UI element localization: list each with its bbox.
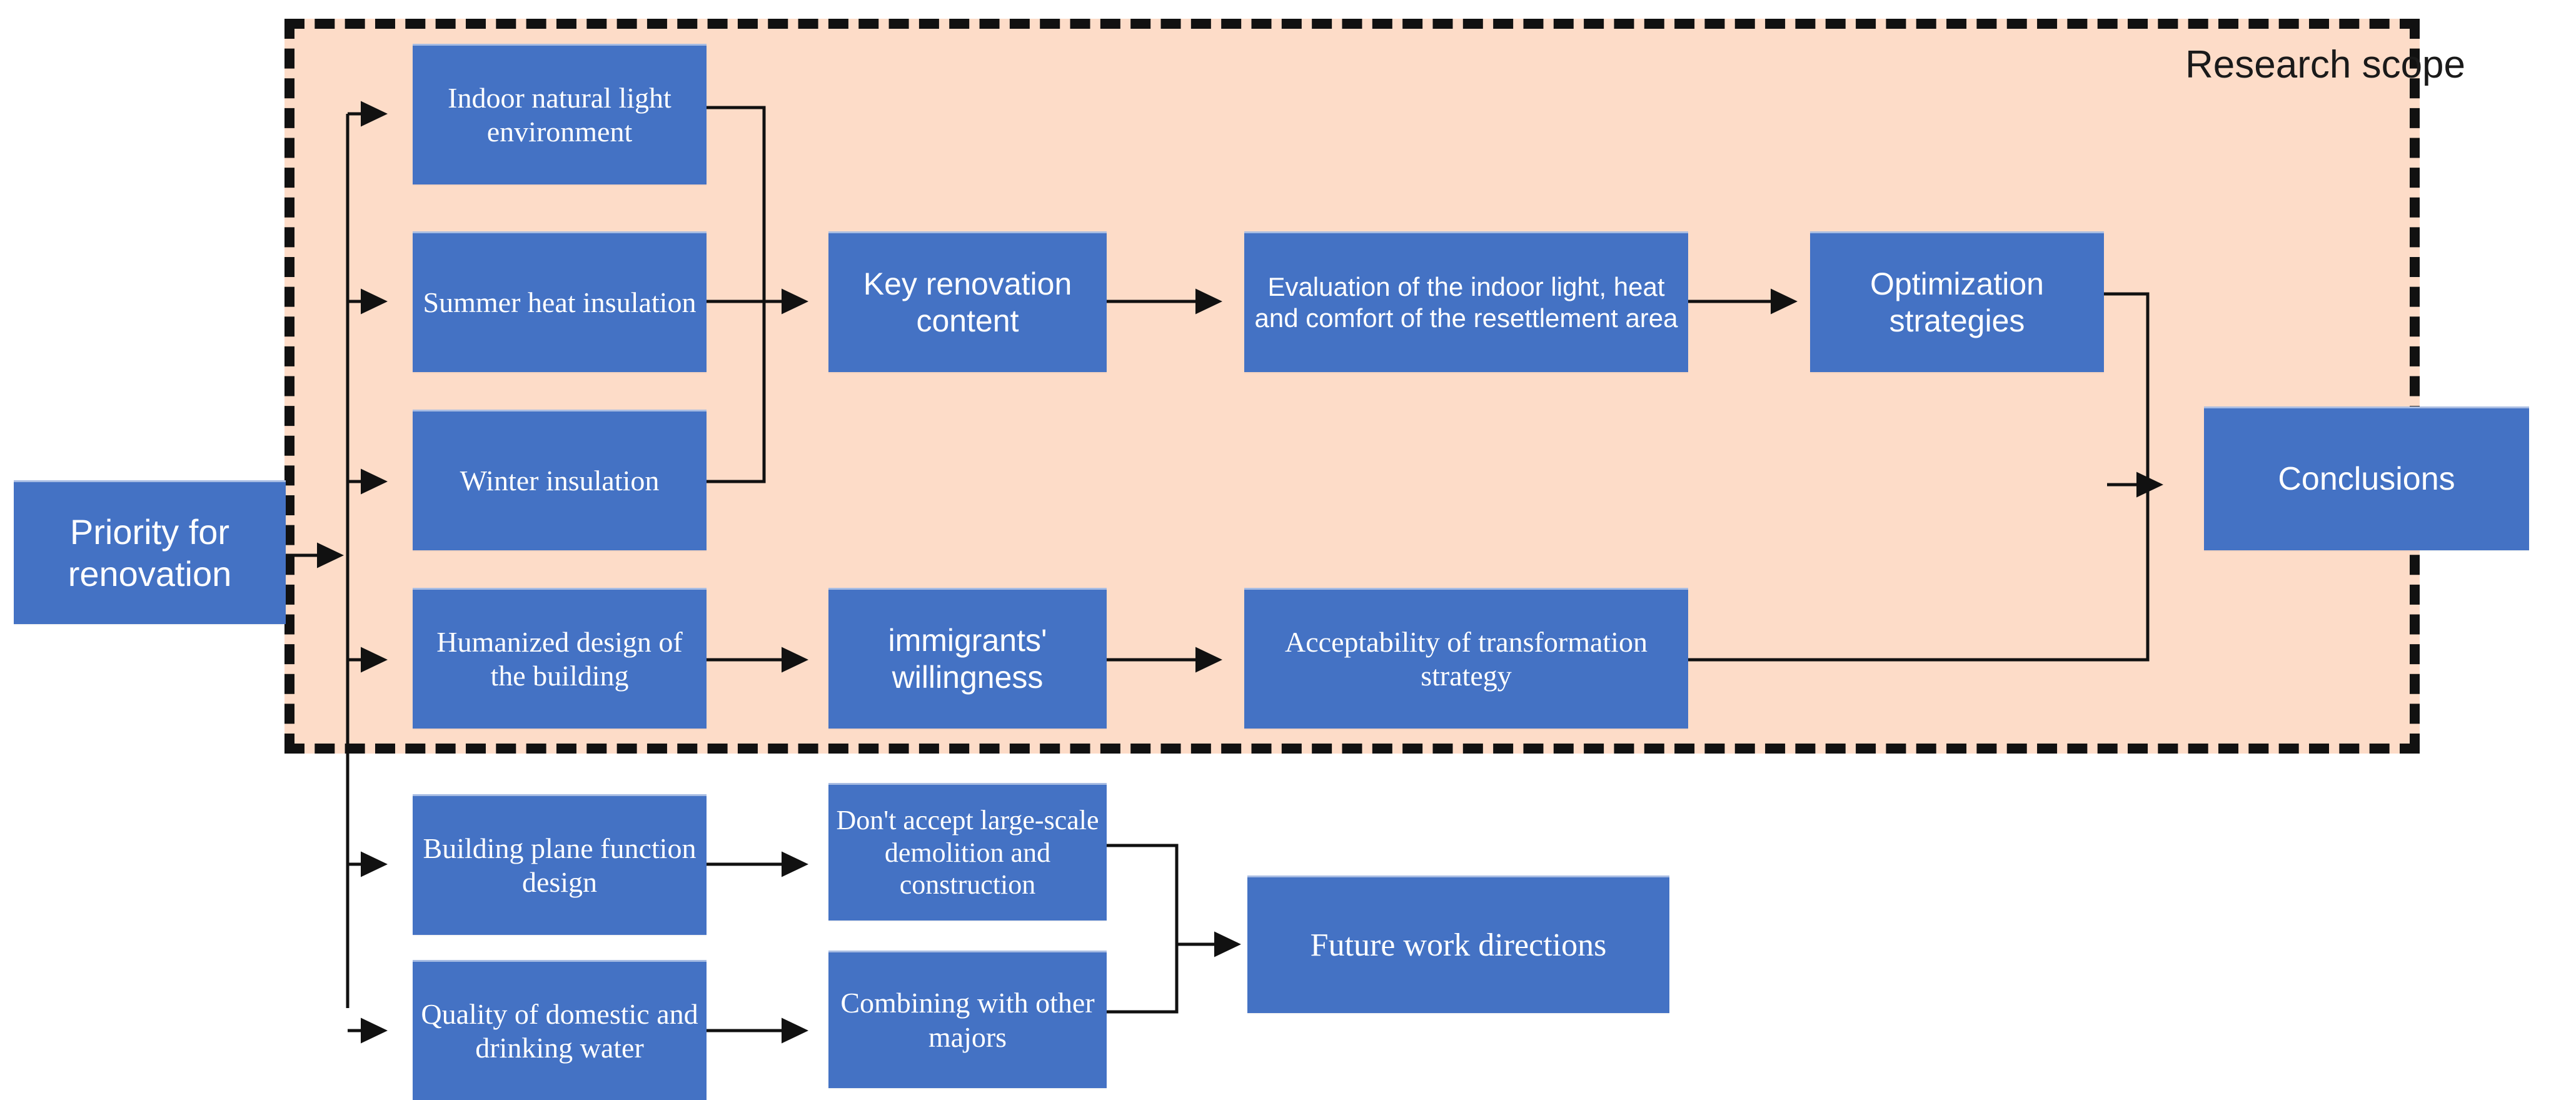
node-conclusions[interactable]: Conclusions	[2204, 406, 2529, 550]
node-acceptability-of-transformation-strategy[interactable]: Acceptability of transformation strategy	[1244, 588, 1688, 729]
node-future-work-directions[interactable]: Future work directions	[1247, 875, 1669, 1013]
node-combining-with-other-majors[interactable]: Combining with other majors	[828, 951, 1107, 1088]
node-key-renovation-content[interactable]: Key renovation content	[828, 231, 1107, 372]
node-humanized-design-of-the-building[interactable]: Humanized design of the building	[413, 588, 707, 729]
node-optimization-strategies[interactable]: Optimization strategies	[1810, 231, 2104, 372]
node-winter-insulation[interactable]: Winter insulation	[413, 410, 707, 550]
node-indoor-natural-light-environment[interactable]: Indoor natural light environment	[413, 44, 707, 184]
node-summer-heat-insulation[interactable]: Summer heat insulation	[413, 231, 707, 372]
node-building-plane-function-design[interactable]: Building plane function design	[413, 794, 707, 935]
node-dont-accept-large-scale-demolition[interactable]: Don't accept large-scale demolition and …	[828, 783, 1107, 921]
research-scope-label: Research scope	[2185, 43, 2466, 86]
node-quality-of-domestic-and-drinking-water[interactable]: Quality of domestic and drinking water	[413, 960, 707, 1100]
node-priority-for-renovation[interactable]: Priority for renovation	[14, 480, 286, 624]
node-immigrants-willingness[interactable]: immigrants' willingness	[828, 588, 1107, 729]
node-evaluation-indoor-light-heat-comfort[interactable]: Evaluation of the indoor light, heat and…	[1244, 231, 1688, 372]
